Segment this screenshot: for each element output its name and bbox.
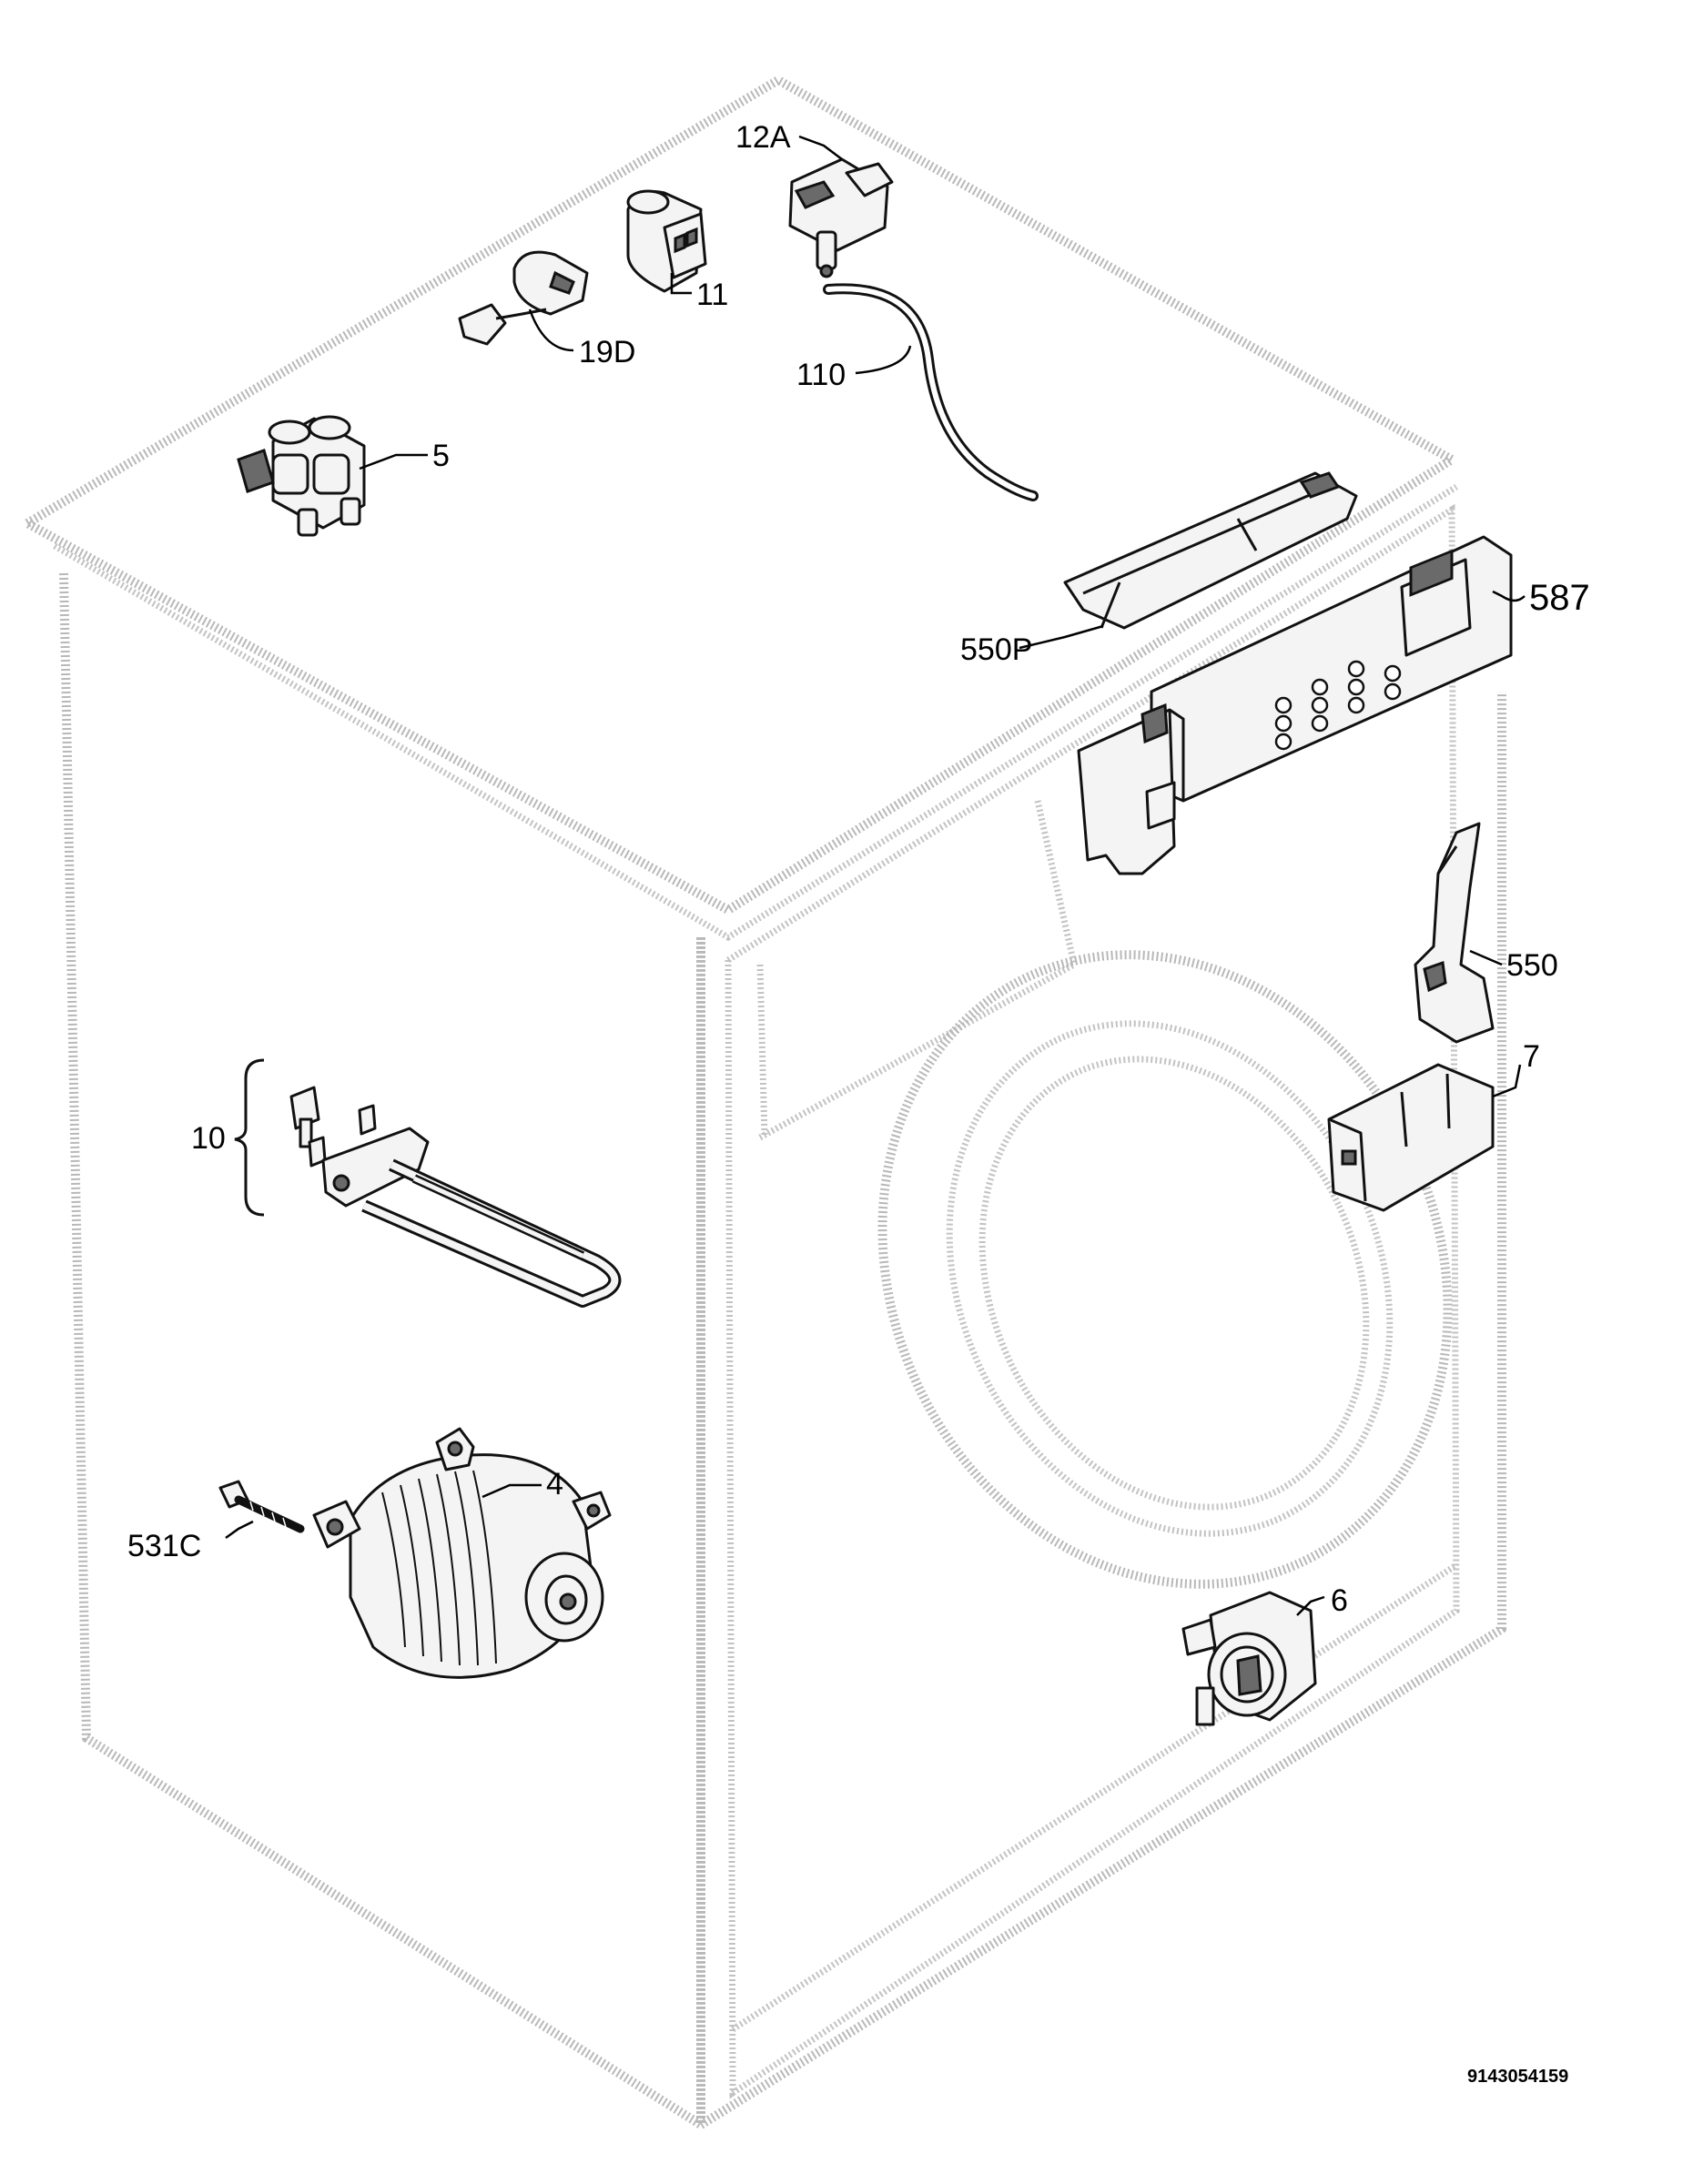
- label-550p: 550P: [960, 632, 1032, 667]
- part-4-motor: [312, 1427, 612, 1679]
- part-7-door-interlock: [1327, 1063, 1495, 1212]
- label-587: 587: [1529, 578, 1590, 618]
- diagram-reference-number: 9143054159: [1467, 2067, 1568, 2087]
- part-12a-pressure-switch: [788, 157, 894, 278]
- machine-cabinet-outline: [23, 76, 1506, 2129]
- leader-lines: [225, 135, 1526, 1616]
- part-11-suppression-capacitor: [626, 189, 707, 293]
- label-12a: 12A: [735, 120, 791, 155]
- label-550: 550: [1506, 948, 1558, 983]
- part-19d-clip: [458, 250, 589, 346]
- label-4: 4: [546, 1467, 563, 1502]
- label-11: 11: [696, 278, 728, 312]
- part-10-heating-element: [234, 1058, 622, 1308]
- label-19d: 19D: [579, 335, 635, 369]
- part-6-drain-pump: [1181, 1591, 1317, 1726]
- part-550-door-handle: [1414, 822, 1495, 1044]
- label-7: 7: [1523, 1039, 1540, 1074]
- part-550p-dispenser-handle: [1063, 471, 1358, 630]
- label-6: 6: [1331, 1583, 1348, 1618]
- part-110-pressure-hose: [823, 283, 1039, 501]
- label-5: 5: [432, 439, 450, 473]
- part-labels: 12A 11 19D 110 5 550P 587 550 7 10 4 531…: [127, 120, 1590, 2087]
- label-110: 110: [796, 358, 846, 392]
- label-531c: 531C: [127, 1529, 201, 1563]
- part-5-inlet-valve: [237, 415, 366, 537]
- label-10: 10: [191, 1121, 226, 1156]
- part-587-control-module: [1077, 535, 1513, 875]
- part-531c-screw: [218, 1480, 305, 1533]
